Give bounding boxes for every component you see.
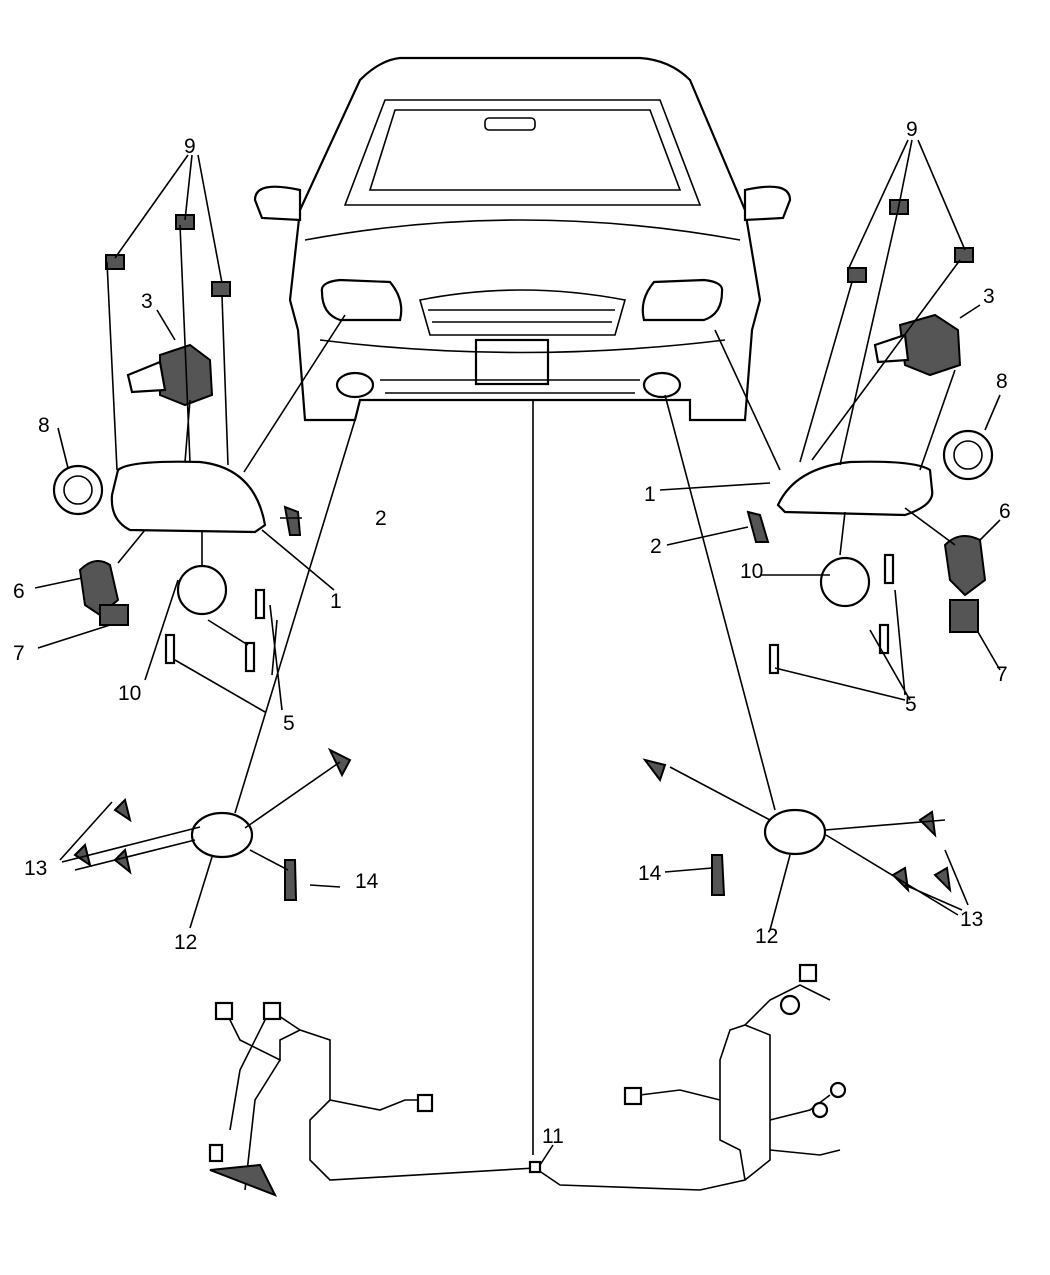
callout-2-left: 2: [375, 507, 387, 530]
callout-3-left: 3: [141, 290, 153, 313]
wiring-harness-11: [208, 963, 847, 1197]
left-ring-8: [52, 464, 104, 516]
left-socket-6: [78, 560, 129, 626]
callout-14-right: 14: [638, 862, 662, 885]
callout-6-right: 6: [999, 500, 1011, 523]
left-cover-10: [176, 564, 228, 616]
callout-7-right: 7: [996, 663, 1008, 686]
callout-5-right: 5: [905, 693, 917, 716]
right-headlamp: [746, 199, 994, 675]
left-bracket-2: [283, 505, 302, 536]
callout-14-left: 14: [355, 870, 379, 893]
callout-1-left: 1: [330, 590, 342, 613]
callout-9-left: 9: [184, 135, 196, 158]
leader-lines: [34, 139, 1001, 1166]
left-clips-9: [105, 214, 231, 297]
right-fog-lamp-12: [642, 758, 952, 896]
callout-1-right: 1: [644, 483, 656, 506]
callout-8-right: 8: [996, 370, 1008, 393]
callout-3-right: 3: [983, 285, 995, 308]
right-bracket-2: [746, 510, 770, 543]
callout-5-left: 5: [283, 712, 295, 735]
callout-11: 11: [542, 1125, 564, 1148]
callout-7-left: 7: [13, 642, 25, 665]
left-fog-lamp-12: [73, 747, 352, 901]
callout-8-left: 8: [38, 414, 50, 437]
callout-12-right: 12: [755, 925, 778, 948]
callout-13-right: 13: [960, 908, 983, 931]
callout-6-left: 6: [13, 580, 25, 603]
right-ring-8: [942, 429, 994, 481]
callout-2-right: 2: [650, 535, 662, 558]
callouts-left: 9 3 8 2 1 6 7 10 5 13 14 12: [13, 135, 387, 954]
right-socket-6: [943, 535, 987, 633]
callout-12-left: 12: [174, 931, 197, 954]
callout-13-left: 13: [24, 857, 47, 880]
left-headlamp: [52, 214, 302, 673]
callout-10-left: 10: [118, 682, 141, 705]
vehicle-front: [253, 56, 792, 422]
left-bolts-5: [164, 588, 266, 673]
right-bulb-3: [873, 313, 962, 377]
right-clips-9: [847, 199, 974, 283]
callout-9-right: 9: [906, 118, 918, 141]
callouts-right: 9 3 8 1 2 6 10 7 5 14 12 13: [638, 118, 1011, 948]
right-cover-10: [819, 556, 871, 608]
left-bulb-3: [126, 343, 214, 407]
callout-10-right: 10: [740, 560, 763, 583]
